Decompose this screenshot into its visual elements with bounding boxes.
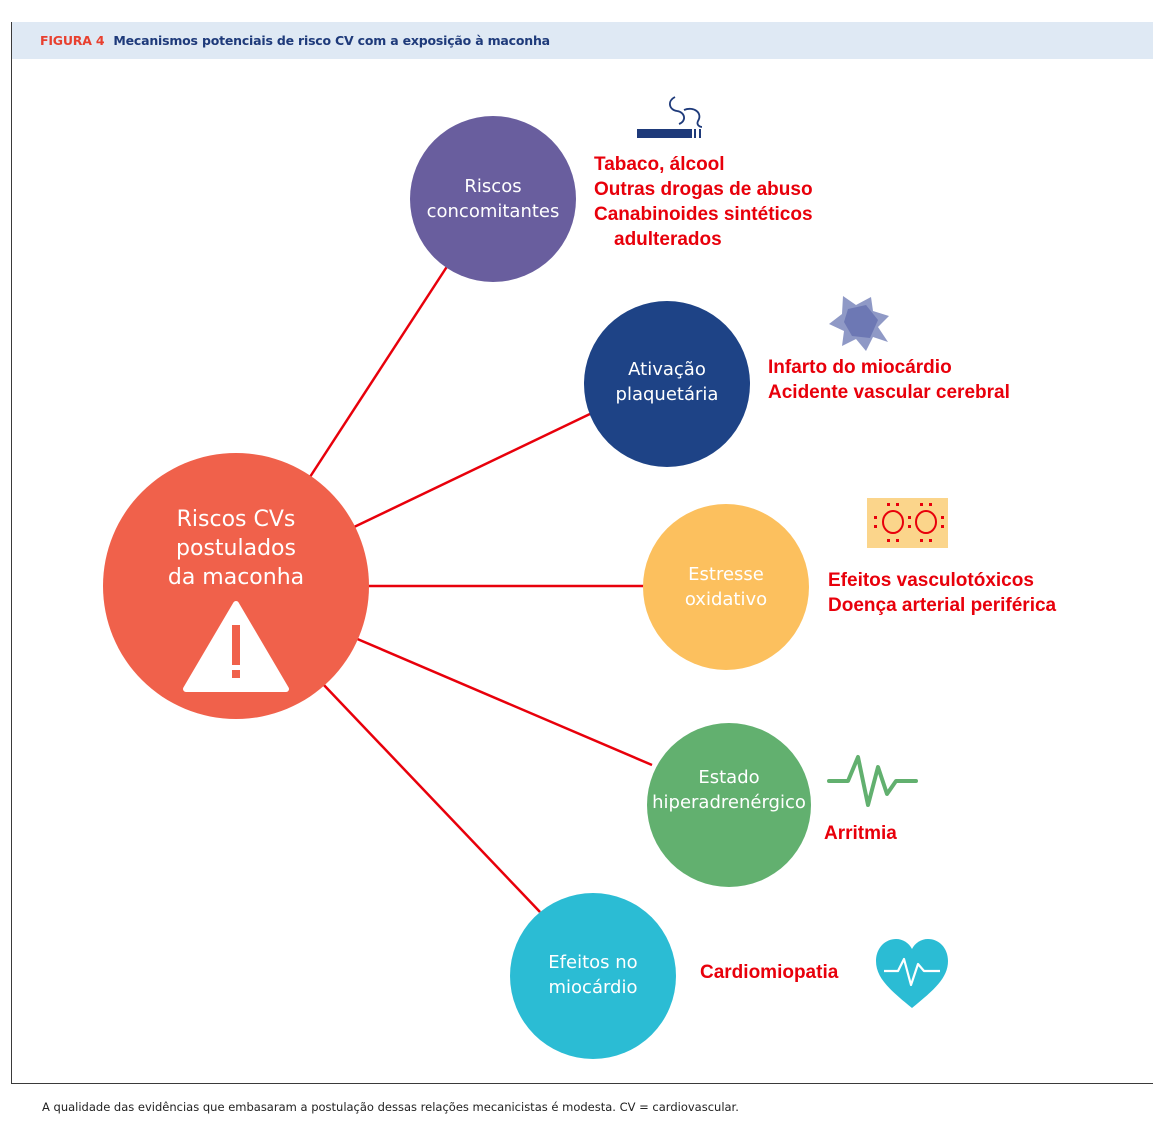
node-line-2: hiperadrenérgico bbox=[652, 792, 806, 813]
node-circle bbox=[410, 116, 576, 282]
figure-label: FIGURA 4 bbox=[40, 33, 105, 48]
effects-riscos-concomitantes: Tabaco, álcool Outras drogas de abuso Ca… bbox=[594, 154, 813, 250]
node-line-1: Estresse bbox=[688, 564, 764, 585]
node-circle bbox=[510, 893, 676, 1059]
node-line-1: Riscos bbox=[464, 176, 521, 197]
node-estado-hiperadrenergico: Estado hiperadrenérgico bbox=[647, 723, 811, 887]
node-line-2: concomitantes bbox=[427, 201, 560, 222]
node-efeitos-miocardio: Efeitos no miocárdio bbox=[510, 893, 676, 1059]
connector-ativacao-plaquetaria bbox=[351, 411, 593, 530]
effect-text: Efeitos vasculotóxicos bbox=[828, 570, 1034, 591]
effect-text: adulterados bbox=[614, 229, 722, 250]
center-node: Riscos CVs postulados da maconha bbox=[103, 453, 369, 719]
figure-frame bbox=[11, 22, 1153, 1084]
node-line-1: Efeitos no bbox=[548, 952, 637, 973]
effect-text: Tabaco, álcool bbox=[594, 154, 725, 175]
center-line-3: da maconha bbox=[168, 565, 304, 590]
effect-text: Canabinoides sintéticos bbox=[594, 204, 813, 225]
connector-efeitos-miocardio bbox=[321, 682, 541, 913]
node-line-2: oxidativo bbox=[685, 589, 767, 610]
node-line-1: Estado bbox=[698, 767, 759, 788]
warning-triangle-icon bbox=[183, 601, 289, 692]
effect-text: Arritmia bbox=[824, 823, 897, 844]
node-circle bbox=[584, 301, 750, 467]
effects-efeitos-miocardio: Cardiomiopatia bbox=[700, 962, 839, 983]
heart-pulse-icon bbox=[876, 939, 948, 1008]
effects-estado-hiperadrenergico: Arritmia bbox=[824, 823, 897, 844]
connectors bbox=[306, 264, 653, 913]
platelet-icon bbox=[829, 296, 889, 351]
effect-text: Outras drogas de abuso bbox=[594, 179, 813, 200]
node-ativacao-plaquetaria: Ativação plaquetária bbox=[584, 301, 750, 467]
connector-riscos-concomitantes bbox=[306, 264, 450, 481]
node-line-1: Ativação bbox=[628, 359, 706, 380]
figure-title: Mecanismos potenciais de risco CV com a … bbox=[113, 33, 550, 48]
node-line-2: miocárdio bbox=[549, 977, 638, 998]
cigarette-icon bbox=[637, 96, 703, 138]
node-estresse-oxidativo: Estresse oxidativo bbox=[643, 504, 809, 670]
effects-estresse-oxidativo: Efeitos vasculotóxicos Doença arterial p… bbox=[828, 570, 1057, 616]
ecg-wave-icon bbox=[827, 755, 918, 807]
connector-estado-hiperadrenergico bbox=[354, 636, 653, 767]
center-line-1: Riscos CVs bbox=[177, 507, 296, 532]
effect-text: Acidente vascular cerebral bbox=[768, 382, 1010, 403]
effect-text: Cardiomiopatia bbox=[700, 962, 839, 983]
effects-ativacao-plaquetaria: Infarto do miocárdio Acidente vascular c… bbox=[768, 357, 1010, 403]
figure-header: FIGURA 4 Mecanismos potenciais de risco … bbox=[11, 22, 1153, 59]
node-line-2: plaquetária bbox=[616, 384, 719, 405]
node-circle bbox=[643, 504, 809, 670]
node-circle bbox=[647, 723, 811, 887]
cells-icon bbox=[867, 498, 948, 548]
effect-text: Doença arterial periférica bbox=[828, 595, 1057, 616]
center-circle bbox=[103, 453, 369, 719]
node-riscos-concomitantes: Riscos concomitantes bbox=[410, 116, 576, 282]
center-line-2: postulados bbox=[176, 536, 296, 561]
effect-text: Infarto do miocárdio bbox=[768, 357, 952, 378]
figure-caption: A qualidade das evidências que embasaram… bbox=[42, 1100, 739, 1114]
